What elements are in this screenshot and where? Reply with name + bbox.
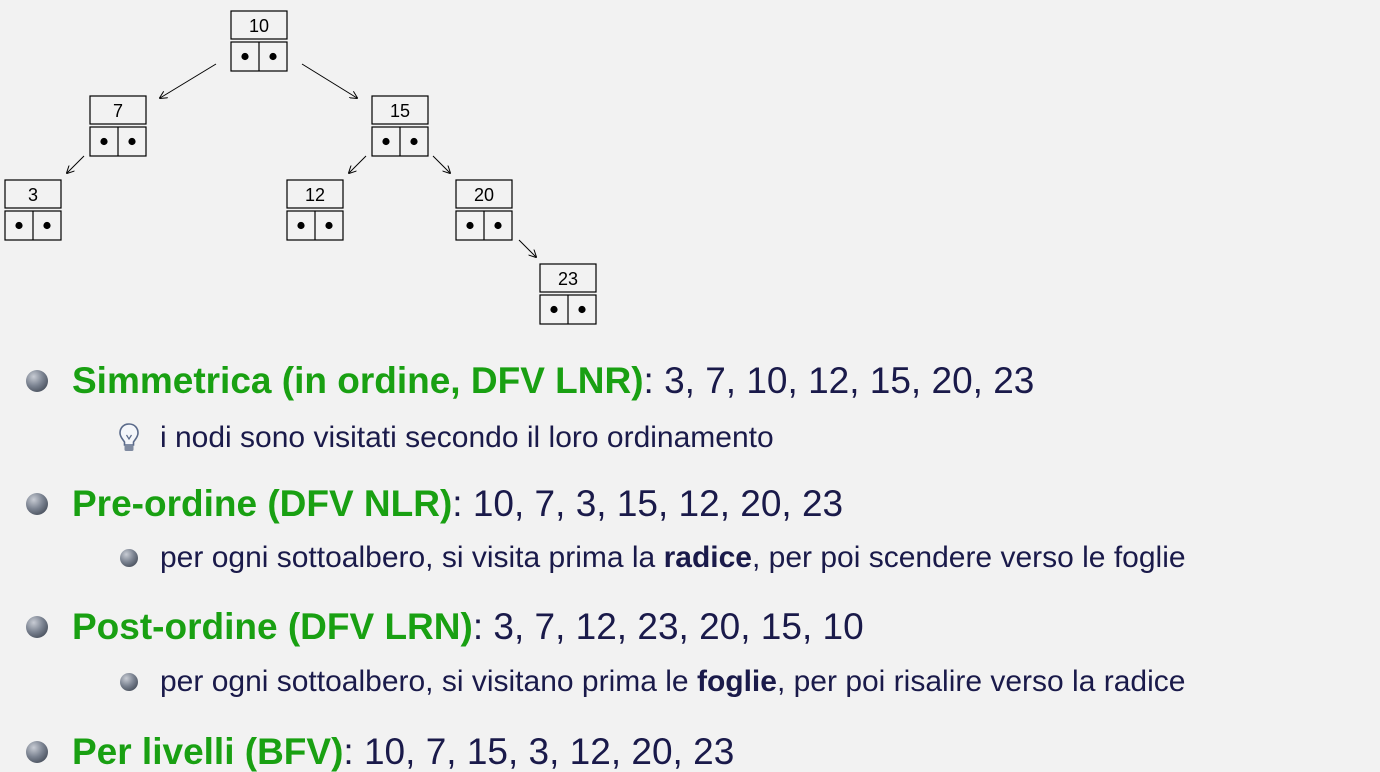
bullet-icon xyxy=(26,616,48,638)
node-value-box xyxy=(455,179,513,209)
lightbulb-icon xyxy=(119,423,139,451)
binary-tree-diagram: 10 7 15 3 12 20 23 xyxy=(4,10,597,325)
traversal-label: Simmetrica (in ordine, DFV LNR) xyxy=(72,360,644,401)
note-text-bold: foglie xyxy=(696,665,777,698)
note-text-before: per ogni sottoalbero, si visita prima la xyxy=(160,541,664,574)
traversal-sequence: : 3, 7, 12, 23, 20, 15, 10 xyxy=(472,606,864,647)
tree-node: 10 xyxy=(230,10,288,72)
traversal-sequence: : 10, 7, 3, 15, 12, 20, 23 xyxy=(452,483,844,524)
tree-node: 3 xyxy=(4,179,62,241)
note-text-after: , per poi risalire verso la radice xyxy=(776,665,1186,698)
right-pointer-dot xyxy=(410,137,418,146)
node-value: 10 xyxy=(249,16,269,36)
left-pointer-dot xyxy=(100,137,108,146)
tree-node: 12 xyxy=(286,179,344,241)
node-value: 20 xyxy=(474,185,494,205)
tree-node: 15 xyxy=(371,95,429,157)
node-value-box xyxy=(230,10,288,40)
traversal-postorder: Post-ordine (DFV LRN): 3, 7, 12, 23, 20,… xyxy=(26,606,864,647)
traversal-sequence: : 3, 7, 10, 12, 15, 20, 23 xyxy=(643,360,1035,401)
tree-node: 20 xyxy=(455,179,513,241)
node-value-box xyxy=(539,263,597,293)
right-pointer-dot xyxy=(494,221,502,230)
traversal-label: Per livelli (BFV) xyxy=(72,731,344,772)
bullet-icon xyxy=(120,549,138,567)
left-pointer-dot xyxy=(15,221,23,230)
node-value: 23 xyxy=(558,269,578,289)
bullet-icon xyxy=(26,370,48,392)
left-pointer-dot xyxy=(550,305,558,314)
traversal-label: Pre-ordine (DFV NLR) xyxy=(72,483,453,524)
edge-10-7 xyxy=(160,63,217,98)
note-text-bold: radice xyxy=(663,541,752,574)
traversal-preorder-note: per ogni sottoalbero, si visita prima la… xyxy=(120,541,1186,574)
tree-node: 23 xyxy=(539,263,597,325)
bullet-icon xyxy=(26,493,48,515)
traversal-inorder-note: i nodi sono visitati secondo il loro ord… xyxy=(119,421,774,454)
edge-20-23 xyxy=(518,239,536,257)
traversal-inorder: Simmetrica (in ordine, DFV LNR): 3, 7, 1… xyxy=(26,360,1035,401)
tree-edges xyxy=(67,63,536,257)
right-pointer-dot xyxy=(325,221,333,230)
node-value-box xyxy=(371,95,429,125)
left-pointer-dot xyxy=(466,221,474,230)
note-text-before: per ogni sottoalbero, si visitano prima … xyxy=(160,665,697,698)
note-text: i nodi sono visitati secondo il loro ord… xyxy=(160,421,774,454)
right-pointer-dot xyxy=(578,305,586,314)
tree-node: 7 xyxy=(89,95,147,157)
traversal-preorder: Pre-ordine (DFV NLR): 10, 7, 3, 15, 12, … xyxy=(26,483,844,524)
node-value: 15 xyxy=(390,101,410,121)
edge-15-12 xyxy=(349,155,367,173)
left-pointer-dot xyxy=(297,221,305,230)
node-value-box xyxy=(89,95,147,125)
bullet-icon xyxy=(120,673,138,691)
traversal-postorder-note: per ogni sottoalbero, si visitano prima … xyxy=(120,665,1186,698)
traversal-sequence: : 10, 7, 15, 3, 12, 20, 23 xyxy=(343,731,735,772)
left-pointer-dot xyxy=(241,52,249,61)
traversal-label: Post-ordine (DFV LRN) xyxy=(72,606,473,647)
right-pointer-dot xyxy=(269,52,277,61)
node-value: 7 xyxy=(113,101,123,121)
node-value-box xyxy=(286,179,344,209)
right-pointer-dot xyxy=(43,221,51,230)
bullet-icon xyxy=(26,741,48,763)
node-value-box xyxy=(4,179,62,209)
edge-7-3 xyxy=(67,155,85,173)
note-text-after: , per poi scendere verso le foglie xyxy=(751,541,1186,574)
edge-10-15 xyxy=(301,63,357,98)
left-pointer-dot xyxy=(382,137,390,146)
edge-15-20 xyxy=(432,155,450,173)
traversal-levelorder: Per livelli (BFV): 10, 7, 15, 3, 12, 20,… xyxy=(26,731,735,772)
right-pointer-dot xyxy=(128,137,136,146)
node-value: 3 xyxy=(28,185,38,205)
node-value: 12 xyxy=(305,185,325,205)
